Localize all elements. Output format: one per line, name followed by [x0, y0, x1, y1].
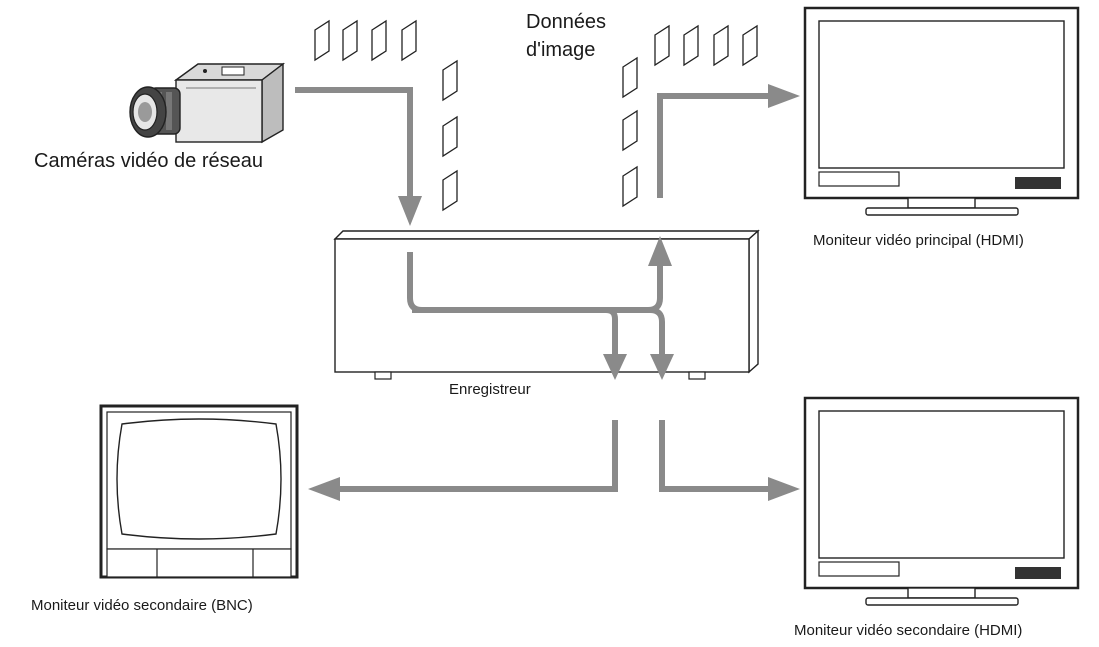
main-monitor-label: Moniteur vidéo principal (HDMI)	[813, 232, 1024, 249]
image-data-frames-output	[622, 25, 758, 207]
image-data-label: Données d'image	[526, 8, 606, 64]
secondary-bnc-label: Moniteur vidéo secondaire (BNC)	[31, 597, 253, 614]
arrow-heads	[308, 84, 800, 501]
recorder-device	[333, 229, 760, 380]
secondary-monitor-bnc	[99, 404, 299, 579]
arrow-camera-to-recorder	[295, 87, 413, 198]
arrow-to-bnc-monitor	[338, 420, 618, 492]
camera-label: Caméras vidéo de réseau	[34, 150, 264, 172]
image-data-label-line2: d'image	[526, 39, 596, 61]
arrow-to-main-monitor	[657, 93, 770, 198]
flow-arrows	[295, 87, 770, 492]
image-data-label-line1: Données	[526, 11, 607, 33]
secondary-monitor-hdmi	[803, 396, 1080, 606]
recorder-label: Enregistreur	[449, 381, 531, 398]
main-monitor-hdmi	[803, 6, 1080, 216]
arrow-split-hdmi	[615, 307, 665, 355]
arrow-split-bnc	[412, 307, 618, 355]
image-data-frames-camera	[314, 20, 458, 211]
network-camera-icon	[129, 62, 286, 144]
arrow-to-secondary-hdmi	[659, 420, 770, 492]
secondary-hdmi-label: Moniteur vidéo secondaire (HDMI)	[794, 622, 1023, 639]
